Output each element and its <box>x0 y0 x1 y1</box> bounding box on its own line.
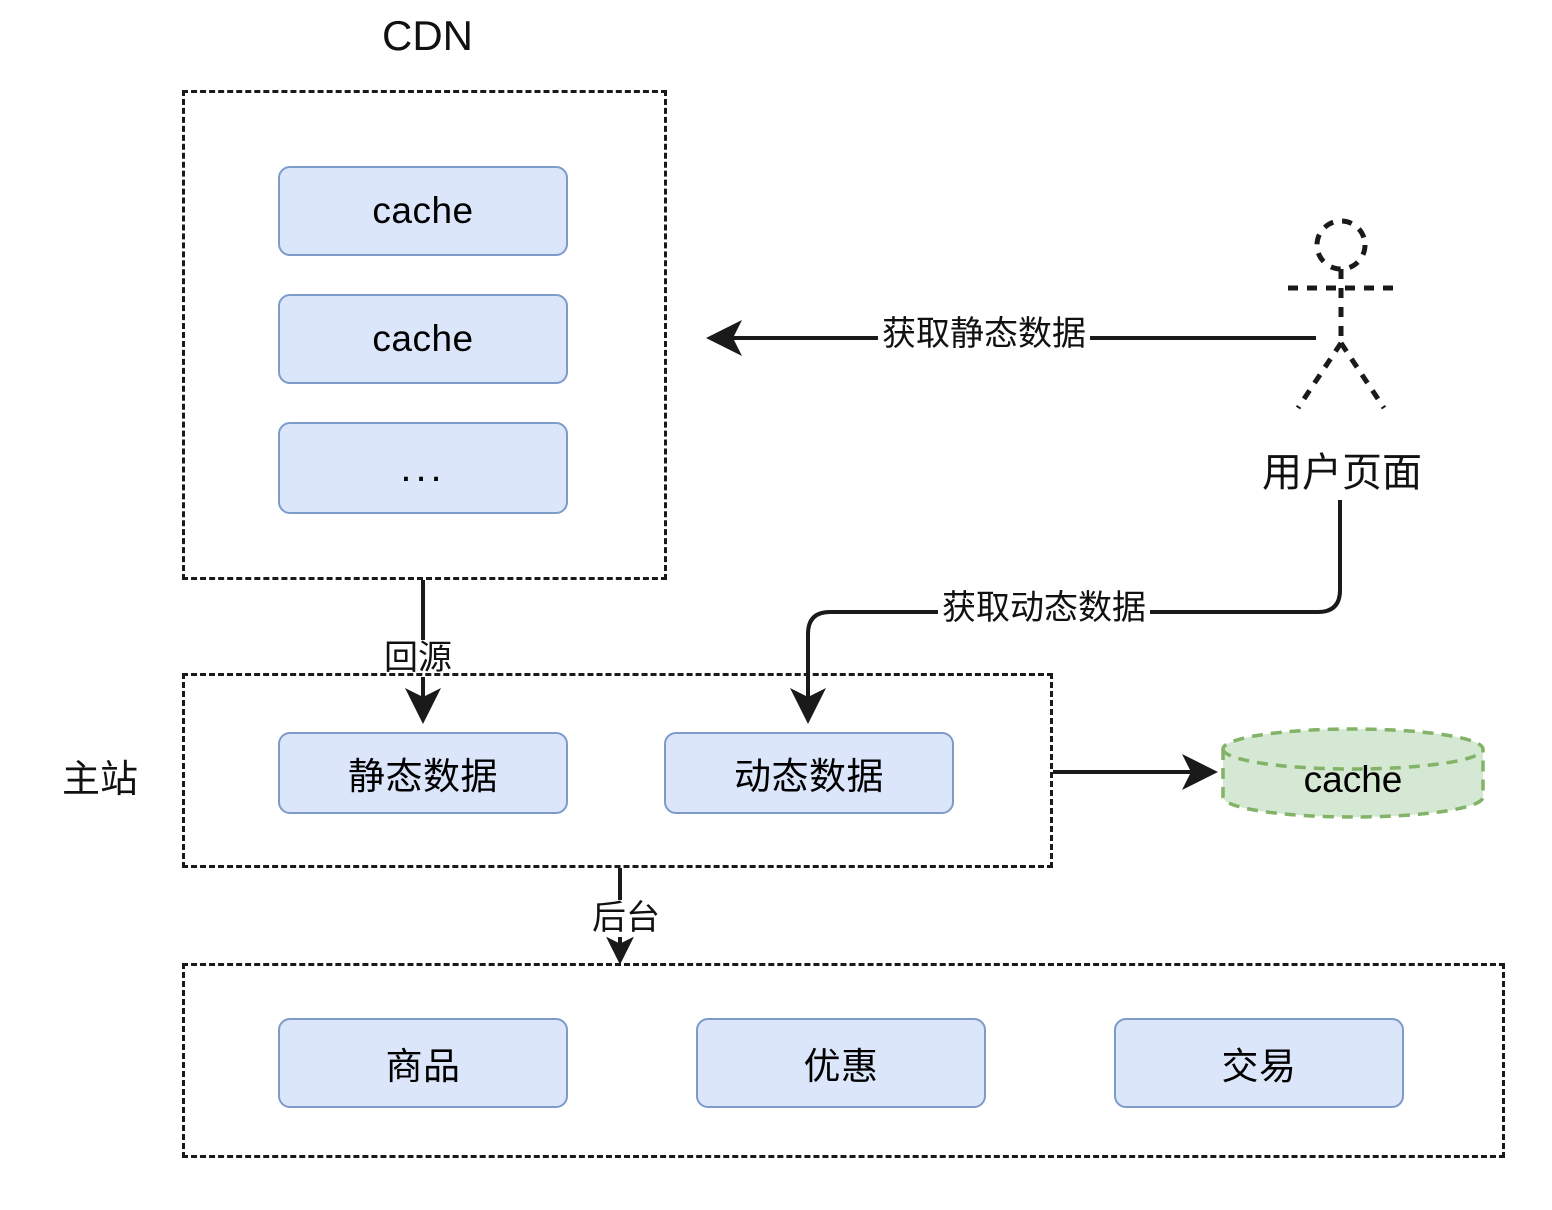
cylinder-shape <box>1221 727 1485 819</box>
edge-label-static-fetch: 获取静态数据 <box>878 315 1090 354</box>
node-label: cache <box>1303 759 1403 800</box>
node-cdn-cache-2[interactable]: cache <box>278 294 568 384</box>
actor-label: 用户页面 <box>1262 451 1422 495</box>
node-label: 静态数据 <box>348 756 498 797</box>
node-cdn-cache-more[interactable]: ... <box>278 422 568 514</box>
group-main-site <box>182 673 1053 868</box>
node-label: 交易 <box>1221 1046 1297 1087</box>
edge-label-dynamic-fetch: 获取动态数据 <box>938 589 1150 628</box>
stick-figure-icon <box>1288 218 1394 410</box>
node-label: cache <box>372 190 474 231</box>
node-dynamic-data[interactable]: 动态数据 <box>664 732 954 814</box>
node-product[interactable]: 商品 <box>278 1018 568 1108</box>
node-server-cache[interactable]: cache <box>1221 727 1485 819</box>
node-cdn-cache-1[interactable]: cache <box>278 166 568 256</box>
node-label: 优惠 <box>803 1046 879 1087</box>
group-backend <box>182 963 1505 1158</box>
node-label: 商品 <box>385 1046 461 1087</box>
edge-label-origin-pull: 回源 <box>380 639 456 678</box>
actor-user-page[interactable] <box>1276 218 1406 418</box>
cdn-title: CDN <box>382 12 473 59</box>
edge-label-backend: 后台 <box>588 899 664 938</box>
node-promotion[interactable]: 优惠 <box>696 1018 986 1108</box>
group-cdn <box>182 90 667 580</box>
node-label: cache <box>372 318 474 359</box>
node-label: ... <box>400 445 446 490</box>
main-site-label: 主站 <box>62 759 139 801</box>
node-label: 动态数据 <box>734 756 884 797</box>
node-transaction[interactable]: 交易 <box>1114 1018 1404 1108</box>
node-static-data[interactable]: 静态数据 <box>278 732 568 814</box>
